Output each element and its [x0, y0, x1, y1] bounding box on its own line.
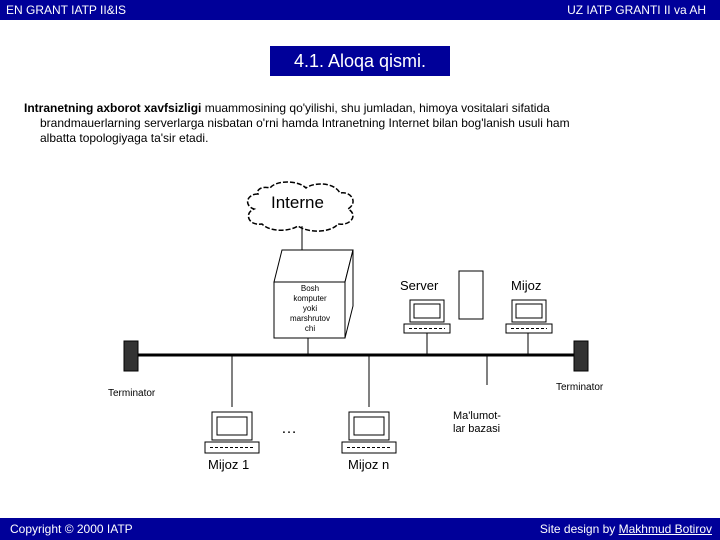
footer-credit-prefix: Site design by: [539, 522, 619, 536]
server-computer-icon: [403, 299, 451, 334]
internet-cloud-label: Interne: [271, 193, 324, 212]
router-label-line: yoki: [302, 304, 318, 313]
paragraph-line-1: Intranetning axborot xavfsizligi muammos…: [24, 101, 704, 116]
more-clients-ellipsis: …: [281, 420, 297, 437]
mijoz-computer-icon: [505, 299, 553, 334]
router-label-line: komputer: [293, 294, 327, 303]
terminator-right-label: Terminator: [556, 382, 604, 393]
paragraph-line-3: albatta topologiyaga ta'sir etadi.: [40, 131, 209, 145]
intro-paragraph: Intranetning axborot xavfsizligi muammos…: [24, 101, 704, 146]
header-bar: EN GRANT IATP II&IS UZ IATP GRANTI II va…: [0, 0, 720, 20]
database-label-line: lar bazasi: [453, 423, 501, 435]
router-label-line: marshrutov: [289, 314, 330, 323]
clientn-computer-icon: [341, 411, 397, 454]
router-box-icon: [273, 249, 354, 339]
header-left-text: EN GRANT IATP II&IS: [6, 3, 127, 17]
database-label: Ma'lumot- lar bazasi: [453, 410, 501, 436]
database-label-line: Ma'lumot-: [453, 410, 501, 422]
footer-bar: Copyright © 2000 IATP Site design by Mak…: [0, 518, 720, 540]
footer-copyright: Copyright © 2000 IATP: [10, 522, 133, 536]
terminator-left-icon: [123, 340, 139, 372]
router-label-line: Bosh: [300, 284, 320, 293]
router-label-line: chi: [304, 324, 316, 333]
paragraph-line-1-rest: muammosining qo'yilishi, shu jumladan, h…: [201, 101, 550, 115]
paragraph-line-2: brandmauerlarning serverlarga nisbatan o…: [40, 116, 570, 130]
router-label: Bosh komputer yoki marshrutov chi: [275, 284, 345, 334]
internet-cloud-icon: [246, 181, 354, 232]
paragraph-bold-lead: Intranetning axborot xavfsizligi: [24, 101, 202, 115]
server-label: Server: [400, 278, 439, 293]
header-right-text: UZ IATP GRANTI II va AH: [567, 3, 706, 17]
mijoz-label: Mijoz: [511, 278, 542, 293]
clientn-label: Mijoz n: [348, 457, 390, 472]
client1-computer-icon: [204, 411, 260, 454]
designer-link[interactable]: Makhmud Botirov: [618, 522, 712, 536]
page-title: 4.1. Aloqa qismi.: [270, 46, 450, 76]
footer-credit: Site design by Makhmud Botirov: [540, 522, 712, 536]
server-tower-icon: [458, 270, 484, 320]
client1-label: Mijoz 1: [208, 457, 250, 472]
terminator-right-icon: [573, 340, 589, 372]
terminator-left-label: Terminator: [108, 388, 156, 399]
